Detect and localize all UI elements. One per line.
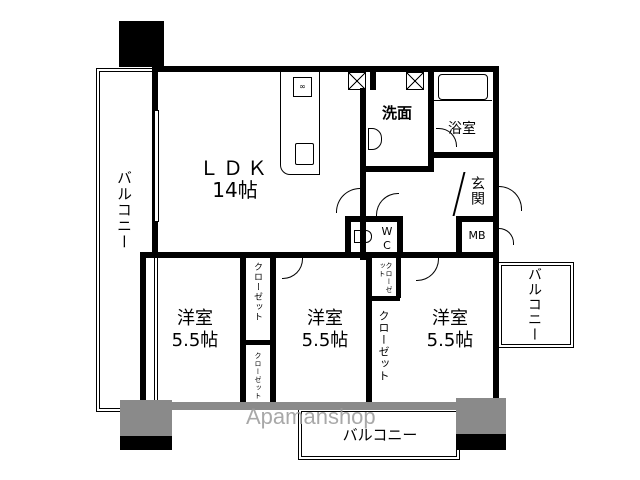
ldk-size: 14帖 [212,178,258,202]
column-bottom-left [120,400,172,440]
wall-mid-horizontal [140,252,499,258]
wall-wc-top [345,216,401,222]
wall-closet3-divider [372,296,400,301]
wall-bedroom1-right [240,258,246,408]
wall-washroom-left [360,88,366,260]
wall-mb-top [456,216,496,222]
door-mb [499,228,514,245]
ldk-name: ＬＤＫ [199,156,271,180]
wc-label-top: W [381,225,393,238]
balcony-left [96,68,158,412]
bath-divider [434,100,492,101]
wall-washroom-right [428,66,434,172]
closet1-label: クローゼット [252,262,262,322]
ldk-window [154,110,159,222]
wall-mb-left [456,216,462,256]
washroom-label: 洗面 [381,104,412,122]
sink-icon [295,143,314,165]
wall-washroom-notch [370,72,376,90]
bedroom1-size: 5.5帖 [171,330,219,351]
balcony-left-label: バルコニー [115,170,133,250]
wall-closet1-right [270,258,276,408]
balcony-bottom [298,408,460,460]
door-bedroom2 [282,258,303,279]
door-bedroom3 [416,258,439,281]
watermark: Apamanshop [246,404,376,429]
stove-icon: ∞ [293,77,312,97]
balcony-right-label: バルコニー [526,267,542,342]
wall-bedroom3-left [366,258,372,408]
mb-label: MB [468,229,486,242]
wall-washroom-bottom [360,166,432,172]
door-wc [376,193,399,216]
bedroom2-name: 洋室 [307,308,343,329]
bathtub-icon [438,74,488,100]
wall-wc-right [397,216,403,256]
wall-closet-divider [246,340,272,345]
wc-label-bottom: C [383,239,391,252]
bathroom-label: 浴室 [448,121,476,137]
wall-closet3-right [396,258,401,298]
washbasin-icon [368,128,382,150]
column-bottom-right-base [456,434,506,450]
wall-wc-left [345,216,351,256]
wall-bath-bottom [428,152,498,158]
vent-icon [406,72,424,90]
toilet-icon [354,230,372,243]
closet2-label: クローゼット [254,352,262,400]
closet4-label: クローゼット [377,310,390,382]
column-bottom-right [456,398,506,438]
wall-right [493,66,499,406]
balcony-bottom-label: バルコニー [342,426,418,444]
bedroom3-name: 洋室 [432,308,468,329]
structural-column [119,21,164,67]
column-bottom-left-base [120,436,172,450]
door-entrance [499,186,522,211]
wall-left-bedroom [140,252,146,404]
balcony-right [498,262,574,348]
wall-bottom [120,402,502,410]
closet3-label: クローゼット [378,262,392,294]
bedroom2-size: 5.5帖 [301,330,349,351]
entrance-label: 玄関 [469,176,485,206]
entrance-step [452,172,466,216]
wall-top [152,66,499,72]
vent-icon [348,72,366,90]
bedroom1-name: 洋室 [177,308,213,329]
bedroom3-size: 5.5帖 [426,330,474,351]
door-ldk [336,188,361,213]
